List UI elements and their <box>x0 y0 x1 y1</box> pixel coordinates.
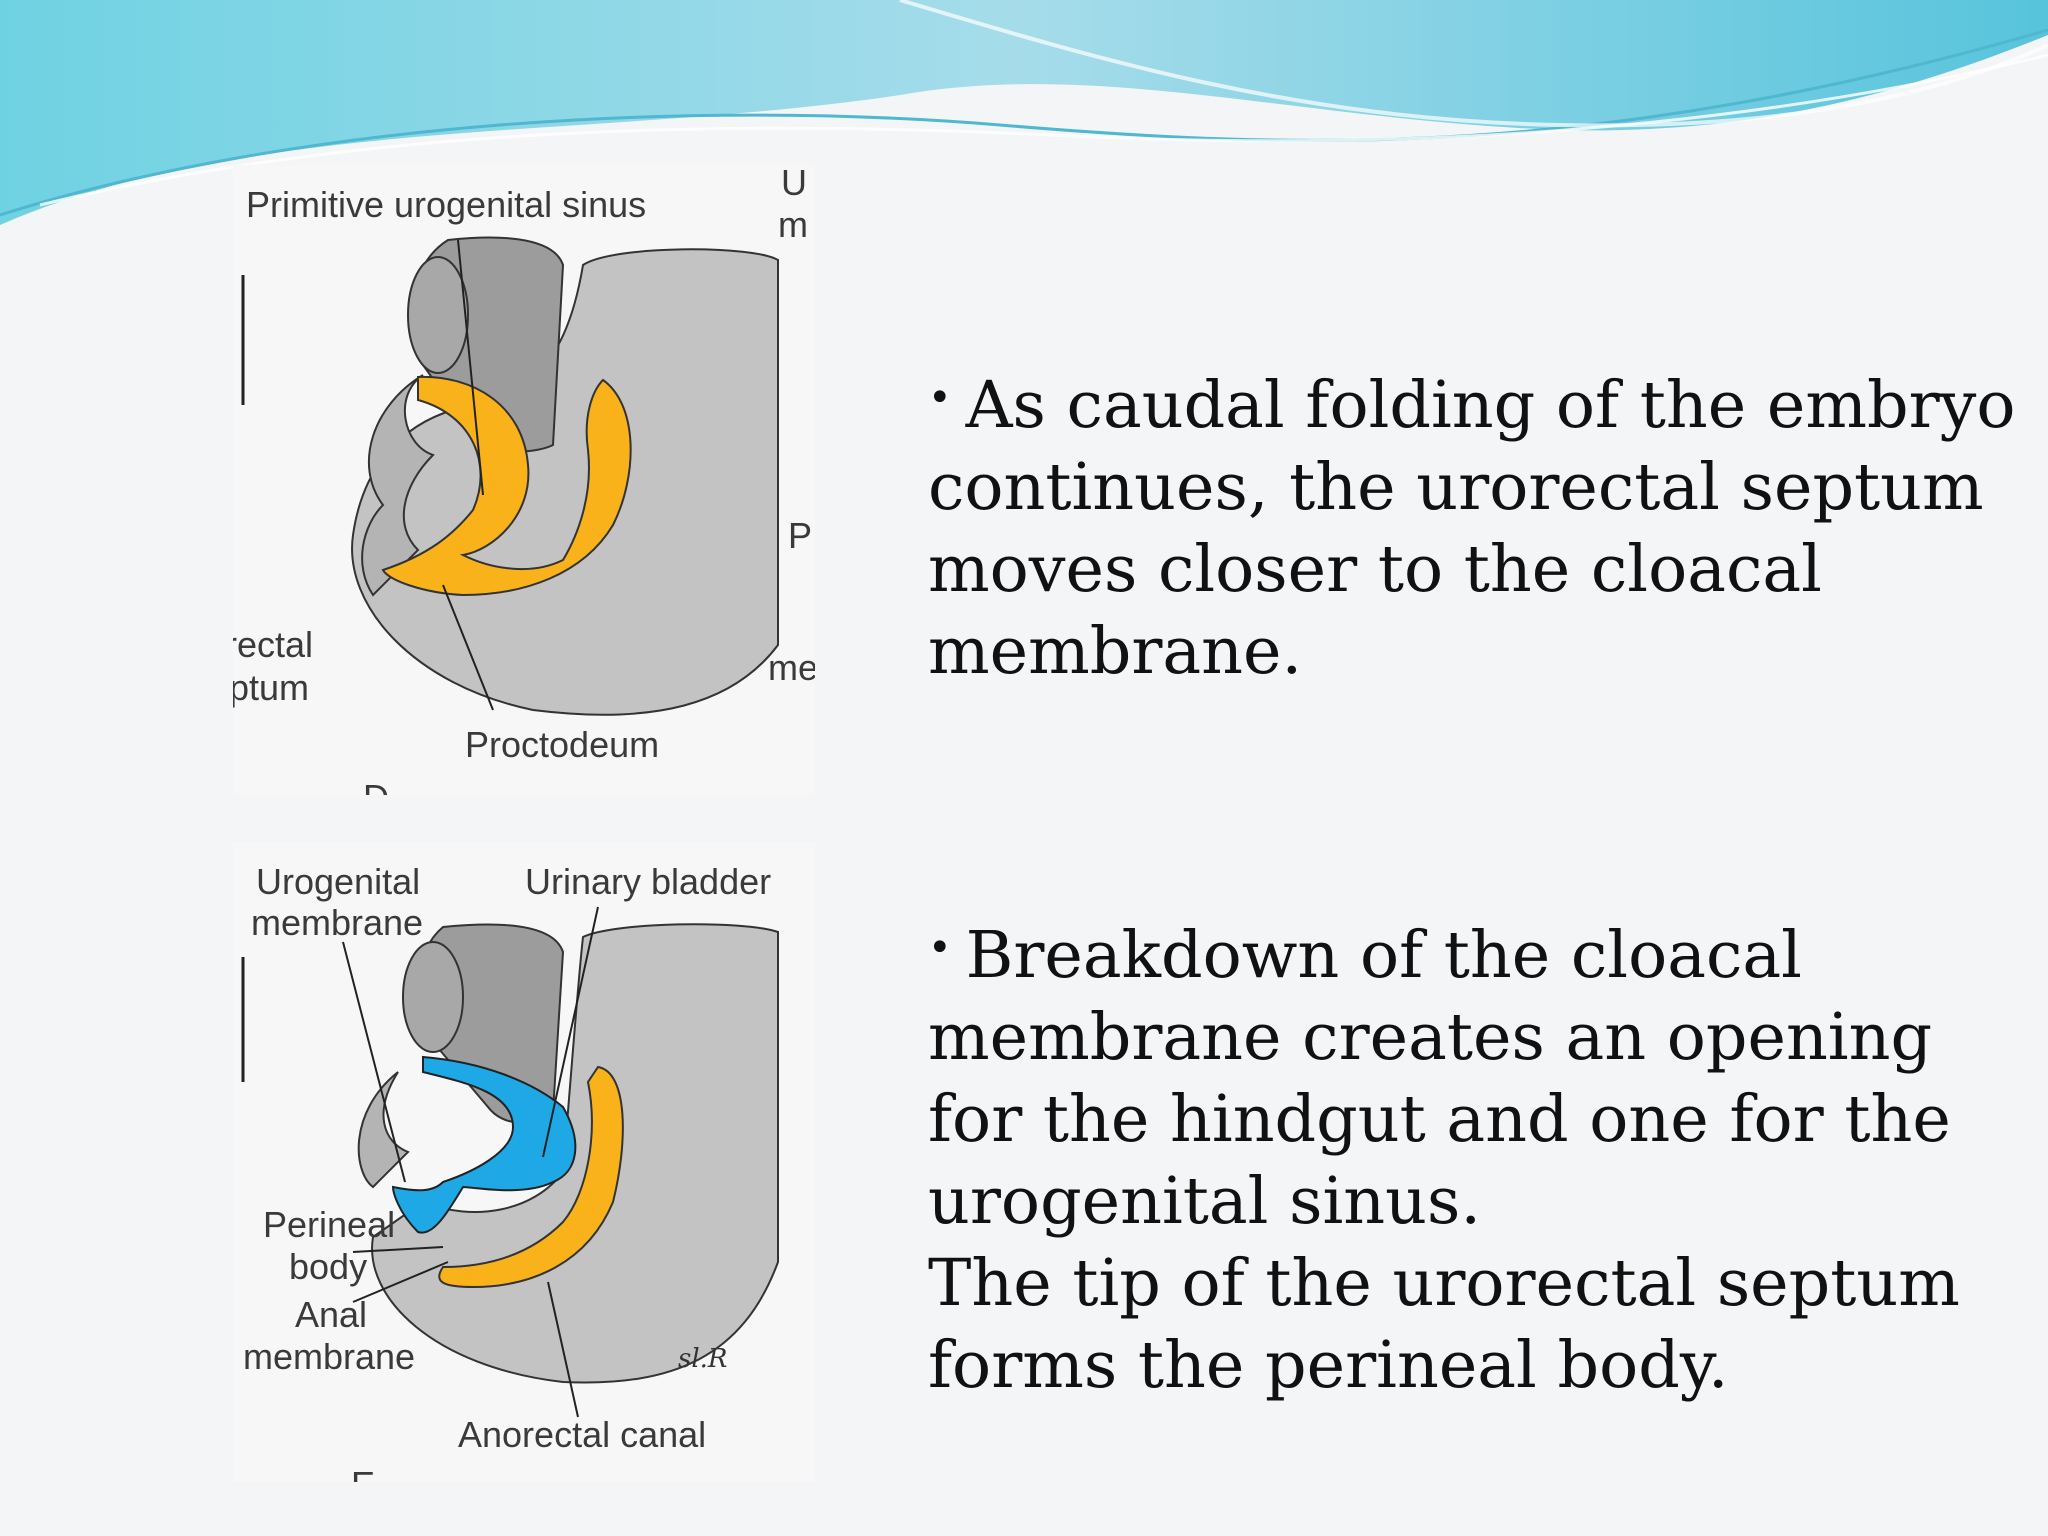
label-perineal-line1: Perineal <box>263 1204 395 1245</box>
bullet-second-continuation: The tip of the urorectal septum forms th… <box>928 1246 1960 1403</box>
bullet-icon: • <box>928 925 952 971</box>
label-anal-line1: Anal <box>295 1294 367 1335</box>
embryo-diagram-lower: Urogenital membrane Urinary bladder Peri… <box>233 842 815 1482</box>
bullet-text-first: •As caudal folding of the embryo continu… <box>928 357 2018 693</box>
label-right-fragment-4: me <box>768 647 815 688</box>
label-perineal-line2: body <box>289 1246 367 1287</box>
bullet-icon: • <box>928 375 952 421</box>
bullet-text-second: •Breakdown of the cloacal membrane creat… <box>928 907 2018 1407</box>
label-right-fragment-2: m <box>778 204 808 245</box>
embryo-diagram-upper: Primitive urogenital sinus Proctodeum re… <box>233 165 815 795</box>
header-wave-decoration <box>0 0 2048 225</box>
label-urogenital-line1: Urogenital <box>256 861 420 902</box>
label-urorectal-line2: ptum <box>233 667 309 708</box>
label-anal-line2: membrane <box>243 1336 415 1377</box>
label-anorectal-canal: Anorectal canal <box>458 1414 706 1455</box>
label-urinary-bladder: Urinary bladder <box>525 861 771 902</box>
artist-signature: sl.R <box>678 1344 728 1374</box>
panel-letter-upper: D <box>363 777 389 795</box>
label-proctodeum: Proctodeum <box>465 724 659 765</box>
label-right-fragment-1: U <box>781 165 807 203</box>
panel-letter-lower: E <box>351 1464 375 1482</box>
bullet-first-text: As caudal folding of the embryo continue… <box>928 368 2016 689</box>
bullet-second-text: Breakdown of the cloacal membrane create… <box>928 918 1951 1239</box>
label-right-fragment-3: P <box>788 515 812 556</box>
label-urogenital-line2: membrane <box>251 902 423 943</box>
label-primitive-urogenital-sinus: Primitive urogenital sinus <box>246 184 646 225</box>
label-urorectal-line1: rectal <box>233 624 313 665</box>
